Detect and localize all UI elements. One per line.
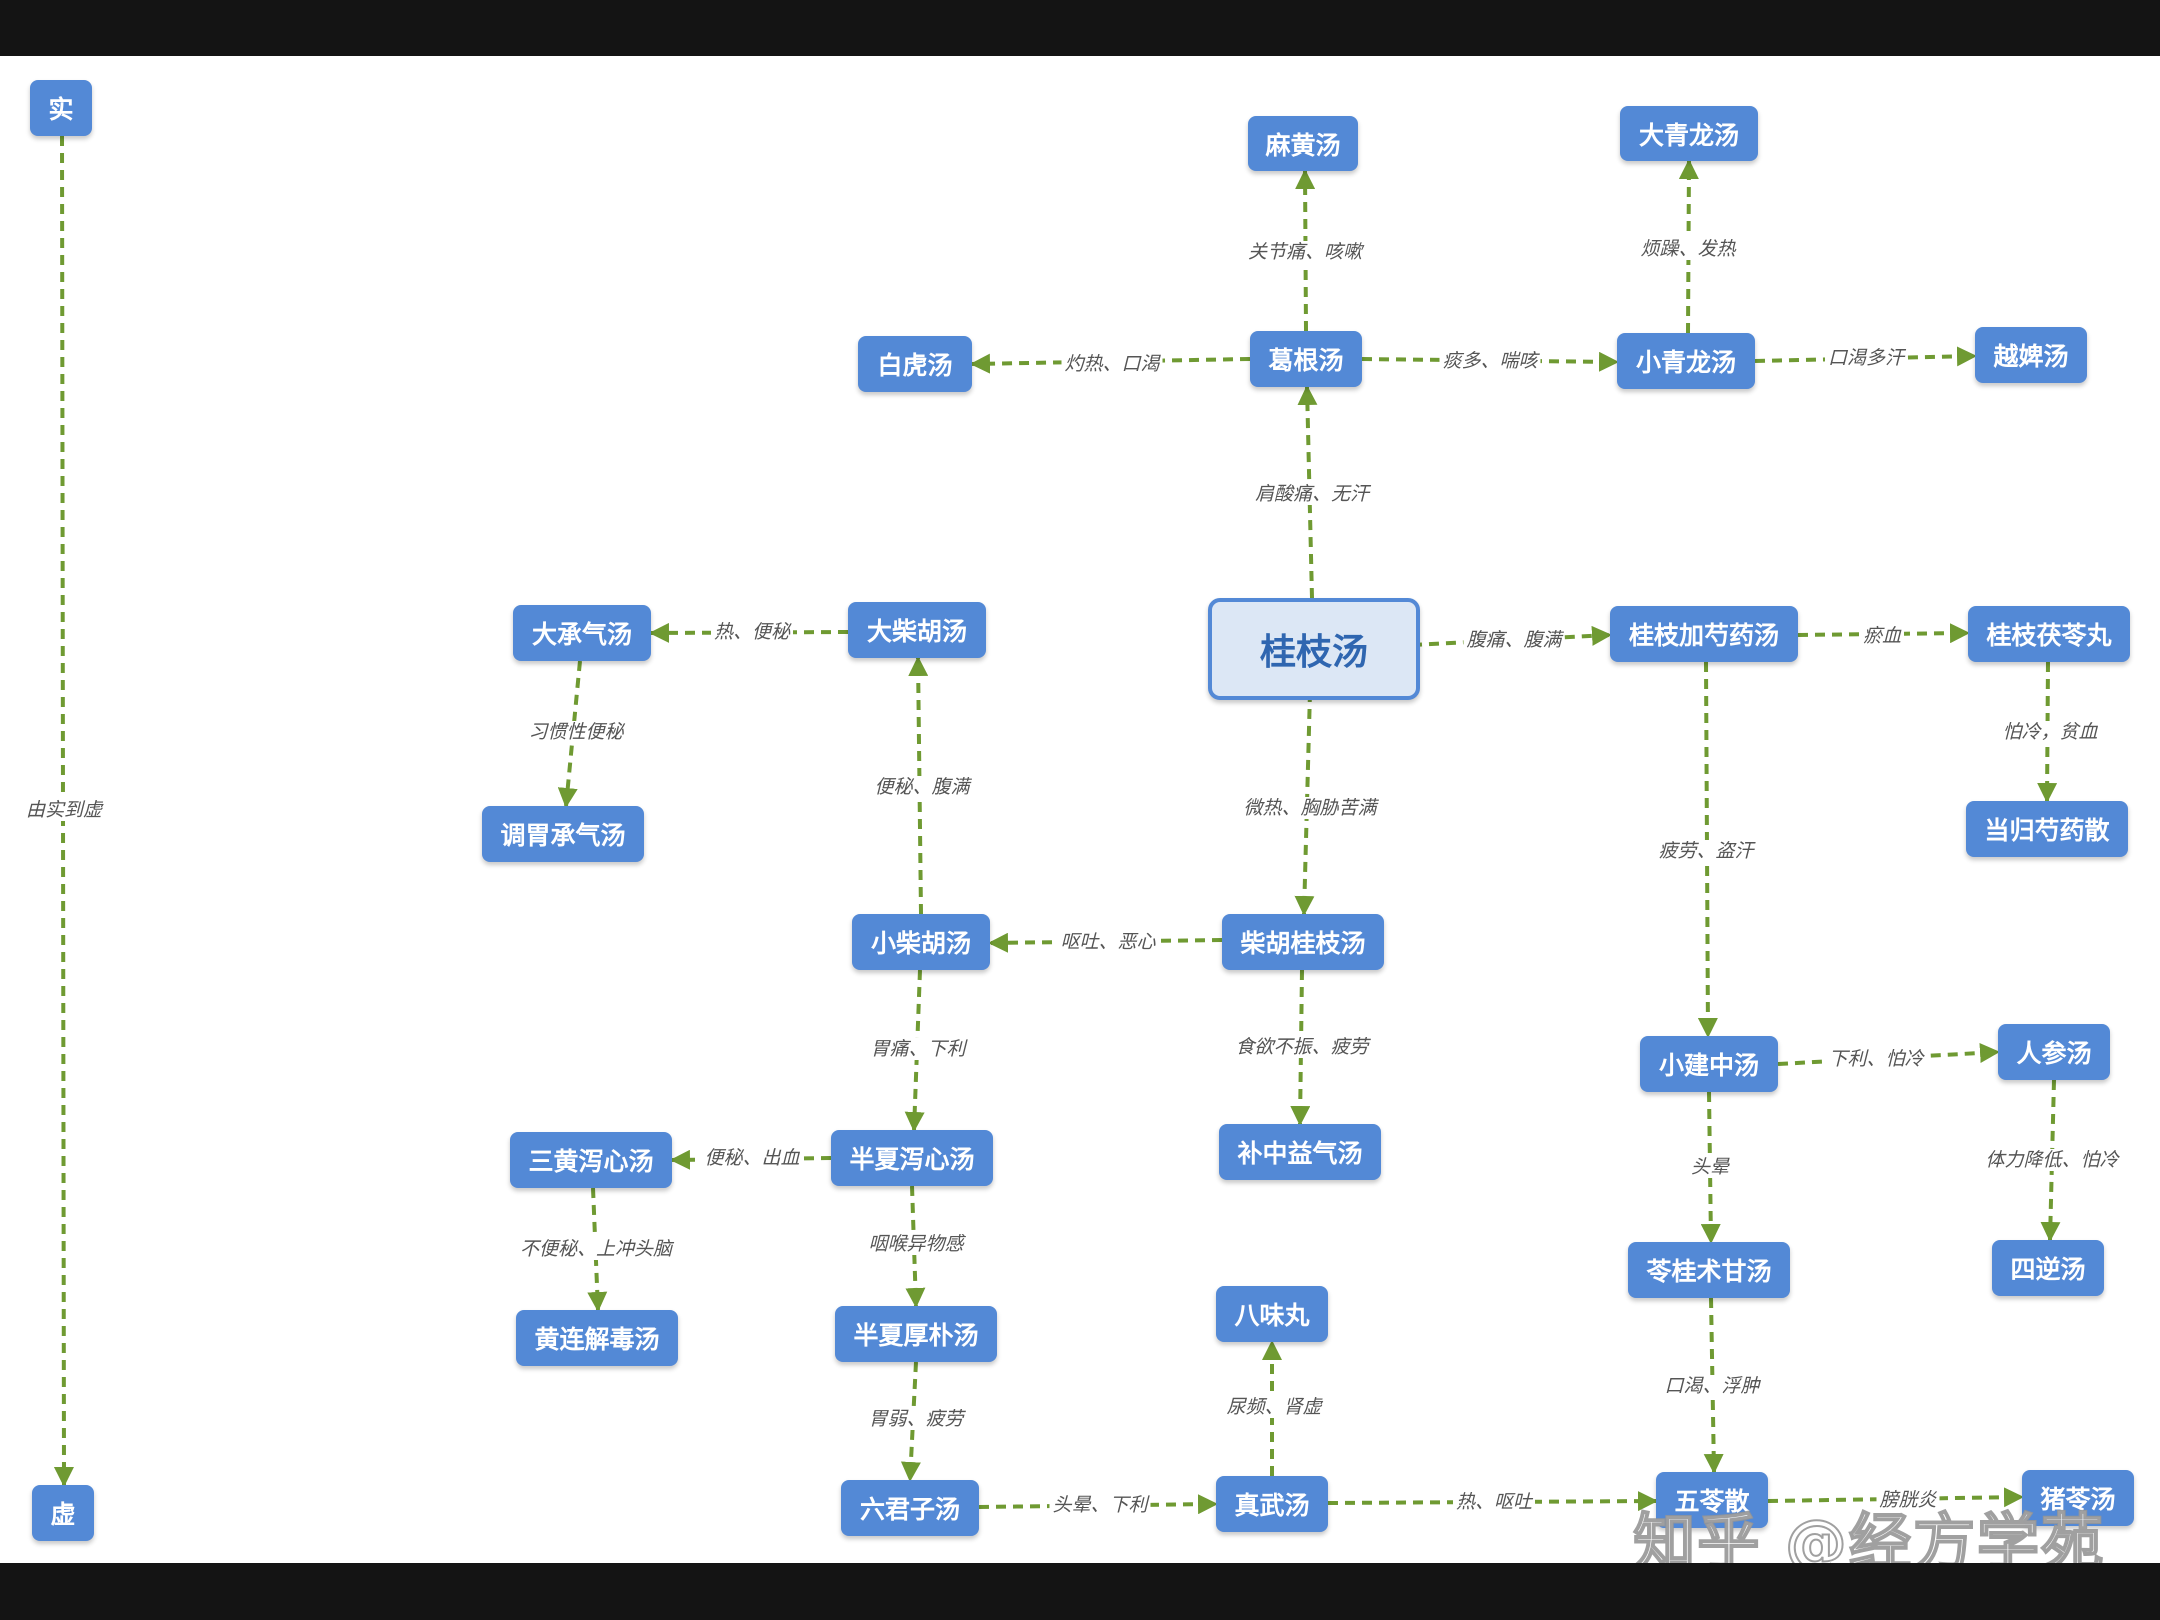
- node-yuebi[interactable]: 越婢汤: [1975, 327, 2087, 383]
- node-renshen[interactable]: 人参汤: [1998, 1024, 2110, 1080]
- node-guizhi-shaoyao[interactable]: 桂枝加芍药汤: [1610, 606, 1798, 662]
- node-banxia-houpu[interactable]: 半夏厚朴汤: [835, 1306, 997, 1362]
- node-liujunzi[interactable]: 六君子汤: [841, 1480, 979, 1536]
- edge-label-shi-xu: 由实到虚: [22, 799, 106, 821]
- edge-label-dachengqi-tiaowei: 习惯性便秘: [525, 721, 627, 743]
- edge-label-lingui-wuling: 口渴、浮肿: [1661, 1375, 1763, 1397]
- node-mahuang[interactable]: 麻黄汤: [1248, 116, 1358, 171]
- edge-label-banxia-houpu: 咽喉异物感: [865, 1233, 967, 1255]
- edge-label-zhenwu-bawei: 尿频、肾虚: [1223, 1396, 1325, 1418]
- edge-label-gegen-mahuang: 关节痛、咳嗽: [1244, 241, 1366, 263]
- node-chaihu-guizhi[interactable]: 柴胡桂枝汤: [1222, 914, 1384, 970]
- edge-liujunzi-zhenwu: [978, 1494, 1218, 1515]
- node-zhenwu[interactable]: 真武汤: [1216, 1476, 1328, 1532]
- edge-label-jianzhong-renshen: 下利、怕冷: [1825, 1048, 1927, 1070]
- edge-label-jianzhong-lingui: 头晕: [1687, 1156, 1733, 1178]
- edge-shi-xu: [53, 135, 74, 1487]
- edge-label-wuling-zhuling: 膀胱炎: [1876, 1489, 1940, 1511]
- edge-chaihu-xiaochaihu: [988, 932, 1223, 953]
- edge-label-zhenwu-wuling: 热、呕吐: [1452, 1491, 1536, 1513]
- bottom-frame-band: [0, 1563, 2160, 1620]
- node-buzhong[interactable]: 补中益气汤: [1219, 1124, 1381, 1180]
- node-baihu[interactable]: 白虎汤: [858, 336, 972, 392]
- edge-label-chaihu-buzhong: 食欲不振、疲劳: [1232, 1036, 1372, 1058]
- edge-layer: [53, 135, 2061, 1515]
- edge-label-houpu-liujunzi: 胃弱、疲劳: [865, 1408, 967, 1430]
- node-sanhuang[interactable]: 三黄泻心汤: [510, 1132, 672, 1188]
- node-danggui[interactable]: 当归芍药散: [1966, 801, 2128, 857]
- edge-label-gegen-baihu: 灼热、口渴: [1061, 353, 1163, 375]
- edge-label-guizhi-shaoyao: 腹痛、腹满: [1463, 629, 1565, 651]
- node-xiaoqinglong[interactable]: 小青龙汤: [1617, 333, 1755, 389]
- node-zhuling[interactable]: 猪苓汤: [2022, 1470, 2134, 1526]
- node-dachaihu[interactable]: 大柴胡汤: [848, 602, 986, 658]
- edge-banxia-sanhuang: [670, 1149, 832, 1170]
- top-frame-band: [0, 0, 2160, 56]
- node-xiaochaihu[interactable]: 小柴胡汤: [852, 914, 990, 970]
- node-banxia-xiexin[interactable]: 半夏泻心汤: [831, 1130, 993, 1186]
- edge-renshen-sini: [2040, 1079, 2061, 1242]
- edge-label-xiaoqinglong-daqinglong: 烦躁、发热: [1637, 238, 1739, 260]
- edge-label-xiaochaihu-dachaihu: 便秘、腹满: [871, 776, 973, 798]
- edge-label-gegen-xiaoqinglong: 痰多、喘咳: [1439, 350, 1541, 372]
- edge-label-fuling-danggui: 怕冷，贫血: [1999, 721, 2101, 743]
- edge-label-renshen-sini: 体力降低、怕冷: [1982, 1149, 2122, 1171]
- diagram-canvas: 实 虚 麻黄汤 大青龙汤 白虎汤 葛根汤 小青龙汤 越婢汤 大承气汤 大柴胡汤 …: [0, 56, 2160, 1563]
- edge-xiaochaihu-banxia: [904, 969, 925, 1132]
- edge-label-banxia-sanhuang: 便秘、出血: [701, 1147, 803, 1169]
- node-lingui[interactable]: 苓桂术甘汤: [1628, 1242, 1790, 1298]
- node-shi[interactable]: 实: [30, 80, 92, 136]
- edge-label-liujunzi-zhenwu: 头晕、下利: [1049, 1494, 1151, 1516]
- edge-label-xiaoqinglong-yuebi: 口渴多汗: [1824, 347, 1908, 369]
- node-guizhi-root[interactable]: 桂枝汤: [1208, 598, 1420, 700]
- node-bawei[interactable]: 八味丸: [1216, 1286, 1328, 1342]
- edge-label-shaoyao-jianzhong: 疲劳、盗汗: [1655, 840, 1757, 862]
- edge-zhenwu-wuling: [1327, 1491, 1658, 1512]
- edge-label-shaoyao-fuling: 瘀血: [1859, 625, 1905, 647]
- edge-label-chaihu-xiaochaihu: 呕吐、恶心: [1057, 931, 1159, 953]
- node-xu[interactable]: 虚: [32, 1485, 94, 1541]
- edge-sanhuang-huanglian: [587, 1187, 608, 1312]
- edge-label-guizhi-chaihu: 微热、胸胁苦满: [1240, 797, 1380, 819]
- node-wuling[interactable]: 五苓散: [1656, 1472, 1768, 1528]
- node-sini[interactable]: 四逆汤: [1992, 1240, 2104, 1296]
- node-daqinglong[interactable]: 大青龙汤: [1620, 106, 1758, 161]
- node-guizhi-fuling[interactable]: 桂枝茯苓丸: [1968, 606, 2130, 662]
- node-huanglian[interactable]: 黄连解毒汤: [516, 1310, 678, 1366]
- edge-label-guizhi-gegen: 肩酸痛、无汗: [1251, 483, 1373, 505]
- node-xiaojianzhong[interactable]: 小建中汤: [1640, 1036, 1778, 1092]
- node-dachengqi[interactable]: 大承气汤: [513, 605, 651, 661]
- edge-label-sanhuang-huanglian: 不便秘、上冲头脑: [516, 1238, 676, 1260]
- edge-label-xiaochaihu-banxia: 胃痛、下利: [867, 1038, 969, 1060]
- edge-label-dachaihu-dachengqi: 热、便秘: [710, 621, 794, 643]
- edge-gegen-mahuang: [1295, 169, 1316, 332]
- node-gegen[interactable]: 葛根汤: [1250, 331, 1362, 387]
- node-tiaowei[interactable]: 调胃承气汤: [482, 806, 644, 862]
